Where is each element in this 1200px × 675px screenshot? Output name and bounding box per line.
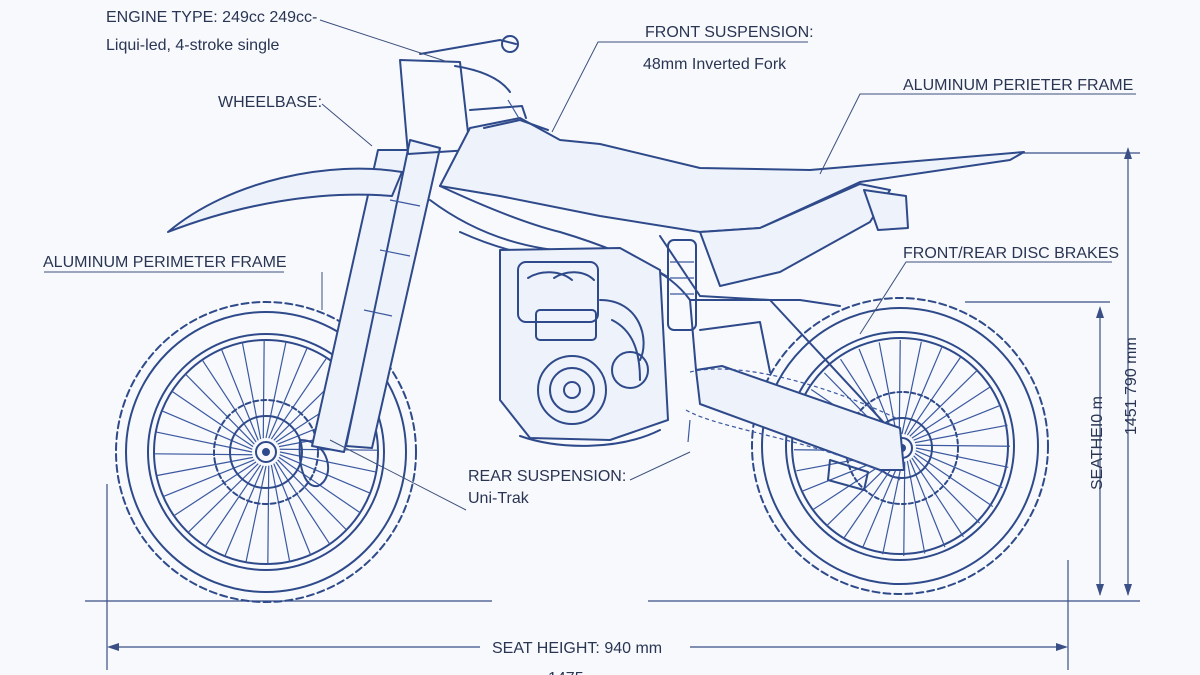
spoke bbox=[224, 465, 264, 557]
front-suspension-detail: 48mm Inverted Fork bbox=[643, 56, 787, 73]
rear-suspension-label: REAR SUSPENSION: bbox=[468, 468, 626, 485]
spoke bbox=[245, 465, 267, 563]
spoke bbox=[163, 459, 255, 498]
spoke bbox=[185, 373, 255, 445]
front-fender bbox=[167, 167, 403, 233]
rear-shock bbox=[667, 239, 697, 331]
spoke bbox=[915, 444, 1010, 447]
spoke bbox=[270, 464, 291, 562]
body-panels bbox=[439, 99, 1025, 287]
spoke bbox=[265, 341, 287, 439]
spoke bbox=[241, 342, 262, 440]
vertical-dimensions bbox=[965, 147, 1140, 596]
spoke bbox=[204, 464, 262, 547]
engine-type-detail: Liqui-led, 4-stroke single bbox=[106, 37, 280, 54]
spoke bbox=[156, 456, 254, 477]
seat-height-vertical-label: SEATHEI0 m bbox=[1089, 396, 1106, 490]
spoke bbox=[270, 357, 328, 440]
engine bbox=[499, 247, 691, 447]
disc-brakes-label: FRONT/REAR DISC BRAKES bbox=[903, 245, 1119, 262]
leader-lines bbox=[44, 19, 1136, 511]
front-suspension-label: FRONT SUSPENSION: bbox=[645, 24, 814, 41]
rear-wheel bbox=[751, 297, 1049, 595]
aluminum-frame-label-left: ALUMINUM PERIMETER FRAME bbox=[43, 254, 287, 271]
spoke bbox=[171, 390, 254, 448]
spoke bbox=[220, 349, 259, 441]
seat-height-dimension bbox=[106, 484, 1069, 670]
annotation-labels: ENGINE TYPE: 249cc 249cc- Liqui-led, 4-s… bbox=[43, 9, 1140, 675]
spoke bbox=[173, 461, 257, 517]
engine-type-label: ENGINE TYPE: 249cc 249cc- bbox=[106, 9, 317, 26]
spoke bbox=[201, 359, 257, 443]
spoke bbox=[915, 450, 1003, 489]
spoke bbox=[268, 347, 308, 439]
spoke bbox=[904, 347, 943, 435]
overall-height-vertical-label: 1451 790 mm bbox=[1123, 337, 1140, 435]
spoke bbox=[279, 454, 371, 494]
seat-height-bottom-label: SEAT HEIGHT: 940 mm bbox=[492, 640, 662, 657]
spoke bbox=[273, 463, 312, 555]
spoke bbox=[161, 410, 253, 450]
spoke bbox=[262, 340, 265, 439]
spoke bbox=[909, 369, 978, 437]
spoke bbox=[154, 453, 253, 456]
length-partial-label: 1475 bbox=[548, 670, 584, 675]
front-fork bbox=[311, 35, 527, 453]
spoke bbox=[913, 455, 981, 524]
swingarm bbox=[685, 365, 905, 491]
spoke bbox=[275, 461, 331, 545]
spoke bbox=[277, 459, 347, 531]
spoke bbox=[267, 465, 270, 564]
aluminum-frame-label-right: ALUMINUM PERIETER FRAME bbox=[903, 77, 1133, 94]
wheelbase-label: WHEELBASE: bbox=[218, 94, 322, 111]
spoke bbox=[187, 463, 259, 533]
spoke bbox=[155, 431, 253, 453]
spoke bbox=[903, 461, 906, 556]
rear-suspension-detail: Uni-Trak bbox=[468, 490, 530, 507]
